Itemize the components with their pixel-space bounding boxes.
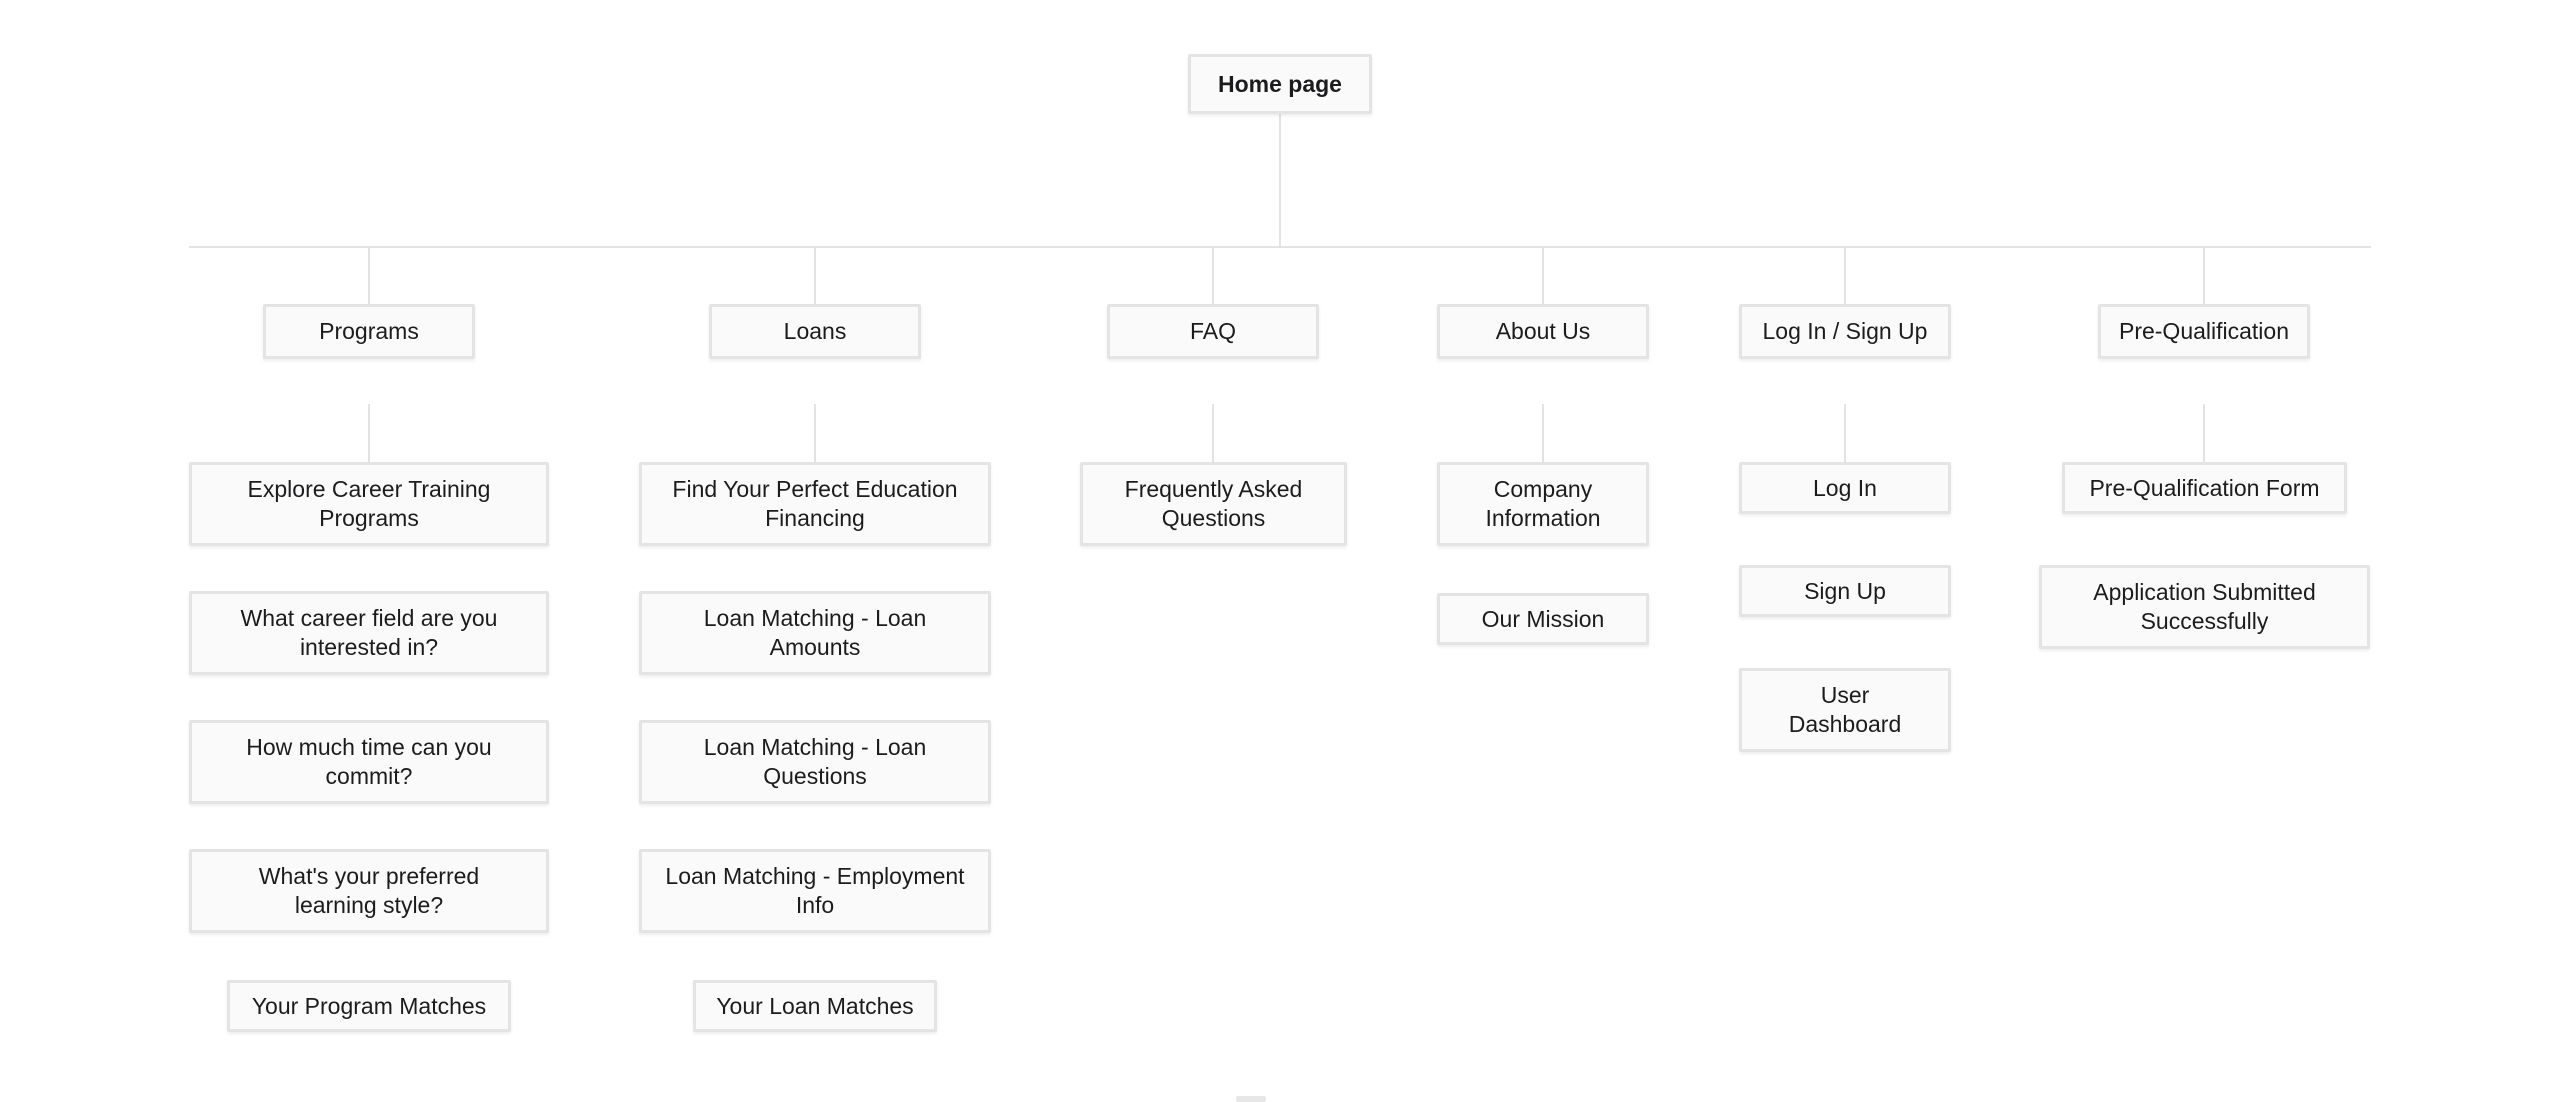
connector-stub-loans xyxy=(814,247,816,304)
connector-stub-programs xyxy=(368,247,370,304)
node-loan-matching-loan-questions[interactable]: Loan Matching - Loan Questions xyxy=(639,720,991,804)
connector-stub-login-signup xyxy=(1844,247,1846,304)
node-learning-style-question[interactable]: What's your preferred learning style? xyxy=(189,849,549,933)
node-loan-matching-employment-info[interactable]: Loan Matching - Employment Info xyxy=(639,849,991,933)
connector-stub-loans-child xyxy=(814,404,816,462)
node-user-dashboard[interactable]: User Dashboard xyxy=(1739,668,1951,752)
node-application-submitted-successfully[interactable]: Application Submitted Successfully xyxy=(2039,565,2370,649)
connector-stub-faq-child xyxy=(1212,404,1214,462)
node-loan-matching-loan-amounts[interactable]: Loan Matching - Loan Amounts xyxy=(639,591,991,675)
node-pre-qualification[interactable]: Pre-Qualification xyxy=(2098,304,2310,359)
connector-stub-pre-qualification xyxy=(2203,247,2205,304)
connector-stub-about-us-child xyxy=(1542,404,1544,462)
node-faq[interactable]: FAQ xyxy=(1107,304,1319,359)
connector-home-drop xyxy=(1279,114,1281,247)
node-find-education-financing[interactable]: Find Your Perfect Education Financing xyxy=(639,462,991,546)
node-loans[interactable]: Loans xyxy=(709,304,921,359)
node-frequently-asked-questions[interactable]: Frequently Asked Questions xyxy=(1080,462,1347,546)
node-company-information[interactable]: Company Information xyxy=(1437,462,1649,546)
node-explore-career-training-programs[interactable]: Explore Career Training Programs xyxy=(189,462,549,546)
node-time-commit-question[interactable]: How much time can you commit? xyxy=(189,720,549,804)
node-home-page[interactable]: Home page xyxy=(1188,54,1372,114)
node-our-mission[interactable]: Our Mission xyxy=(1437,593,1649,645)
connector-stub-about-us xyxy=(1542,247,1544,304)
node-pre-qualification-form[interactable]: Pre-Qualification Form xyxy=(2062,462,2347,514)
connector-stub-login-child xyxy=(1844,404,1846,462)
node-login-signup[interactable]: Log In / Sign Up xyxy=(1739,304,1951,359)
connector-stub-programs-child xyxy=(368,404,370,462)
node-sign-up[interactable]: Sign Up xyxy=(1739,565,1951,617)
cutoff-watermark xyxy=(1236,1096,1266,1102)
node-programs[interactable]: Programs xyxy=(263,304,475,359)
connector-stub-pre-qualification-child xyxy=(2203,404,2205,462)
node-your-loan-matches[interactable]: Your Loan Matches xyxy=(693,980,937,1032)
connector-horizontal-bar xyxy=(189,246,2371,248)
node-about-us[interactable]: About Us xyxy=(1437,304,1649,359)
node-career-field-question[interactable]: What career field are you interested in? xyxy=(189,591,549,675)
connector-stub-faq xyxy=(1212,247,1214,304)
node-your-program-matches[interactable]: Your Program Matches xyxy=(227,980,511,1032)
node-log-in[interactable]: Log In xyxy=(1739,462,1951,514)
